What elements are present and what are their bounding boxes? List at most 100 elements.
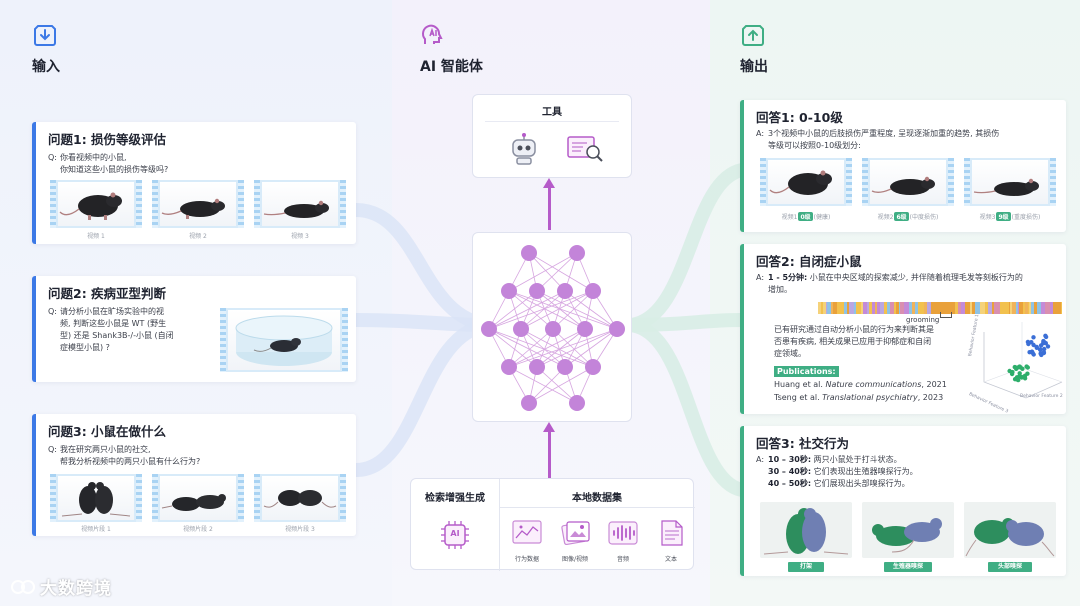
dataset-item-text[interactable]: 文本 xyxy=(651,519,691,563)
video-clip[interactable] xyxy=(152,180,244,228)
genital-sniffing-photo[interactable] xyxy=(862,502,954,558)
video-clip[interactable] xyxy=(220,308,348,372)
clip-caption: 视频片段 3 xyxy=(285,526,315,533)
ethogram-segment xyxy=(1029,302,1031,314)
cluster-point xyxy=(1027,350,1032,355)
ethogram-segment xyxy=(1000,302,1005,314)
ethogram-segment xyxy=(940,302,945,314)
publication-item[interactable]: Tseng et al. Translational psychiatry, 2… xyxy=(774,393,944,402)
network-edge xyxy=(508,328,586,368)
network-node xyxy=(501,283,517,299)
network-edge xyxy=(552,328,594,368)
question-title: 问题3: 小鼠在做什么 xyxy=(48,424,167,439)
network-node xyxy=(585,283,601,299)
network-edge xyxy=(488,290,538,330)
ethogram-segment xyxy=(952,302,956,314)
answer-title: 回答1: 0-10级 xyxy=(756,110,843,125)
ethogram-segment xyxy=(1036,302,1041,314)
ethogram-segment xyxy=(900,302,905,314)
rag-title: 检索增强生成 xyxy=(425,493,485,504)
question-card-3: 问题3: 小鼠在做什么 Q:我在研究两只小鼠的社交, 帮我分析视频中的两只小鼠有… xyxy=(32,414,356,536)
video-clip[interactable] xyxy=(254,180,346,228)
grade-tag: 9级 xyxy=(996,212,1011,221)
video-clip[interactable] xyxy=(152,474,244,522)
ethogram-segment xyxy=(926,302,932,314)
network-edge xyxy=(528,366,566,404)
cluster-point xyxy=(1031,352,1036,357)
ethogram-segment xyxy=(909,302,913,314)
network-node xyxy=(557,359,573,375)
agent-column-header: AI 智能体 xyxy=(420,22,483,76)
cluster-point xyxy=(1043,334,1049,340)
dataset-item-behavior[interactable]: 行为数据 xyxy=(507,519,547,563)
ethogram-segment xyxy=(890,302,895,314)
dataset-item-audio[interactable]: 音频 xyxy=(603,519,643,563)
network-node xyxy=(529,359,545,375)
ethogram-segment xyxy=(872,302,876,314)
clip-caption: 视频 1 xyxy=(87,233,105,240)
fighting-photo[interactable] xyxy=(760,502,852,558)
ethogram-segment xyxy=(840,302,844,314)
network-node xyxy=(521,245,537,261)
question-title: 问题2: 疾病亚型判断 xyxy=(48,286,167,301)
ethogram-segment xyxy=(879,302,882,314)
question-card-2: 问题2: 疾病亚型判断 Q:请分析小鼠在旷场实验中的视 频, 判断这些小鼠是 W… xyxy=(32,276,356,382)
head-sniffing-photo[interactable] xyxy=(964,502,1056,558)
cluster-point xyxy=(1015,365,1020,370)
network-node xyxy=(585,359,601,375)
ethogram-segment xyxy=(912,302,915,314)
video-clip[interactable] xyxy=(760,158,852,206)
ethogram-segment xyxy=(896,302,900,314)
network-edge xyxy=(536,290,586,330)
question-card-1: 问题1: 损伤等级评估 Q:你看视频中的小鼠, 你知道这些小鼠的损伤等级吗? 视… xyxy=(32,122,356,244)
ethogram-segment xyxy=(1022,302,1026,314)
ethogram-segment xyxy=(867,302,870,314)
network-node xyxy=(529,283,545,299)
neural-network-panel xyxy=(472,232,632,422)
ethogram-segment xyxy=(964,302,970,314)
publication-item[interactable]: Huang et al. Nature communications, 2021 xyxy=(774,380,947,389)
video-clip[interactable] xyxy=(254,474,346,522)
cluster-point xyxy=(1022,373,1028,378)
ethogram-segment xyxy=(827,302,831,314)
mice-head-sniffing-image xyxy=(263,490,337,508)
ethogram-segment xyxy=(883,302,887,314)
ethogram-segment xyxy=(920,302,925,314)
cluster-point xyxy=(1038,347,1043,352)
video-clip[interactable] xyxy=(862,158,954,206)
network-edge xyxy=(564,328,618,368)
ethogram-segment xyxy=(957,302,961,314)
research-paragraph: 已有研究通过自动分析小鼠的行为来判断其是 否患有疾病, 相关成果已应用于抑郁症和… xyxy=(774,325,934,358)
ethogram-segment xyxy=(1011,302,1017,314)
network-node xyxy=(513,321,529,337)
ethogram-segment xyxy=(860,302,864,314)
ethogram-segment xyxy=(955,302,958,314)
network-node xyxy=(521,395,537,411)
grade-tag: 0级 xyxy=(798,212,813,221)
network-edge xyxy=(536,252,578,292)
network-edge xyxy=(536,366,578,404)
ethogram-segment xyxy=(1060,302,1063,314)
arrow-from-data xyxy=(543,422,555,478)
ethogram-segment xyxy=(948,302,952,314)
video-clip[interactable] xyxy=(964,158,1056,206)
network-edge xyxy=(520,328,566,368)
cluster-point xyxy=(1045,344,1051,349)
video-clip[interactable] xyxy=(50,474,142,522)
dataset-item-image-video[interactable]: 图像/视频 xyxy=(555,519,595,563)
network-node xyxy=(569,245,585,261)
question-text: Q:请分析小鼠在旷场实验中的视 频, 判断这些小鼠是 WT (野生 型) 还是 … xyxy=(48,307,174,352)
ethogram-segment xyxy=(836,302,841,314)
cluster-point xyxy=(1038,351,1043,356)
ethogram-segment xyxy=(1027,302,1030,314)
ethogram-segment xyxy=(1053,302,1056,314)
tools-panel: 工具 xyxy=(472,94,632,178)
robot-icon xyxy=(512,133,536,165)
ethogram-segment xyxy=(875,302,878,314)
network-edge xyxy=(564,290,618,330)
video-clip[interactable] xyxy=(50,180,142,228)
ethogram-segment xyxy=(853,302,856,314)
ethogram-segment xyxy=(904,302,910,314)
